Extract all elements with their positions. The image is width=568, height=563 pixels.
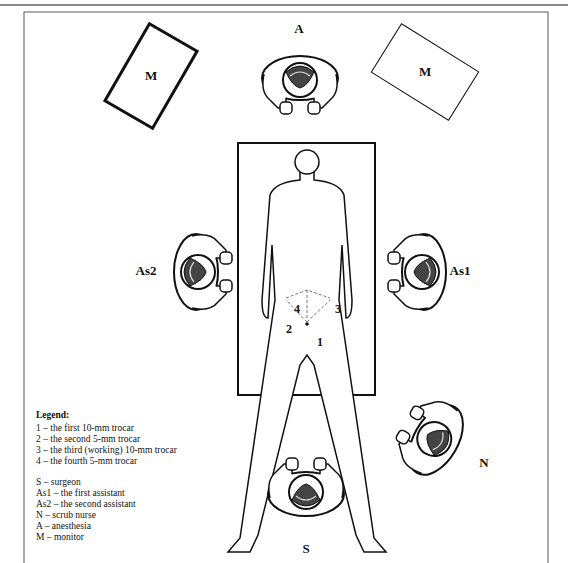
legend-text: 1 – the first 10-mm trocar: [36, 423, 134, 433]
legend-text: M – monitor: [36, 532, 84, 542]
monitor-label: M: [145, 68, 157, 84]
legend-text: N – scrub nurse: [36, 510, 96, 520]
trocar-number: 3: [335, 303, 341, 315]
legend-entry: S – surgeon: [36, 478, 81, 488]
legend-entry: As1 – the first assistant: [36, 489, 125, 499]
legend-entry: M – monitor: [36, 533, 84, 543]
legend-entry: 3 – the third (working) 10-mm trocar: [36, 446, 177, 456]
monitor: M: [103, 22, 199, 131]
legend-text: A – anesthesia: [36, 521, 91, 531]
role-label: N: [479, 456, 488, 469]
role-label: S: [302, 542, 309, 555]
trocar-number: 1: [317, 336, 323, 348]
legend-entry: 4 – the fourth 5-mm trocar: [36, 457, 137, 467]
trocar-number: 2: [286, 323, 292, 335]
legend-text: 4 – the fourth 5-mm trocar: [36, 456, 137, 466]
legend-entry: As2 – the second assistant: [36, 500, 136, 510]
legend-entry: A – anesthesia: [36, 522, 91, 532]
legend-entry: 2 – the second 5-mm trocar: [36, 435, 140, 445]
role-label: A: [294, 22, 303, 35]
legend-text: 3 – the third (working) 10-mm trocar: [36, 445, 177, 455]
monitor-label: M: [419, 64, 431, 80]
monitor: M: [371, 23, 480, 121]
trocar-number: 4: [294, 303, 300, 315]
role-label: As1: [450, 264, 471, 277]
legend-text: 2 – the second 5-mm trocar: [36, 434, 140, 444]
legend-text: S – surgeon: [36, 477, 81, 487]
legend-text: As2 – the second assistant: [36, 499, 136, 509]
legend-heading: Legend:: [36, 411, 69, 421]
legend-text: As1 – the first assistant: [36, 488, 125, 498]
legend-entry: 1 – the first 10-mm trocar: [36, 424, 134, 434]
role-label: As2: [136, 264, 157, 277]
legend-entry: N – scrub nurse: [36, 511, 96, 521]
